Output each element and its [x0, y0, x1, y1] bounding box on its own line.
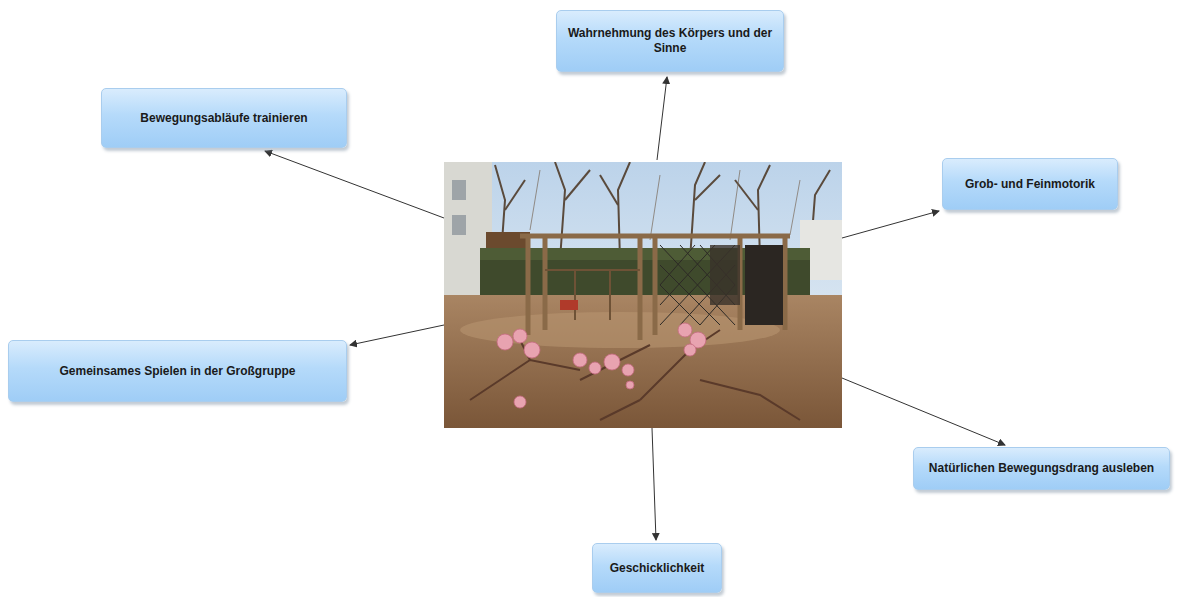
box-label: Grob- und Feinmotorik — [965, 177, 1095, 192]
category-box: Bewegungsabläufe trainieren — [101, 88, 347, 148]
category-box: Geschicklichkeit — [592, 543, 722, 593]
box-label: Gemeinsames Spielen in der Großgruppe — [59, 364, 295, 379]
box-label: Geschicklichkeit — [610, 561, 705, 576]
category-box: Grob- und Feinmotorik — [942, 158, 1118, 210]
playground-photo — [444, 162, 842, 428]
box-label: Wahrnehmung des Körpers und der Sinne — [567, 26, 773, 56]
category-box: Natürlichen Bewegungsdrang ausleben — [913, 447, 1170, 490]
arrow-lines — [265, 77, 1005, 540]
box-label: Natürlichen Bewegungsdrang ausleben — [929, 461, 1154, 476]
category-box: Gemeinsames Spielen in der Großgruppe — [8, 340, 347, 402]
box-label: Bewegungsabläufe trainieren — [140, 111, 307, 126]
category-box: Wahrnehmung des Körpers und der Sinne — [556, 10, 784, 72]
